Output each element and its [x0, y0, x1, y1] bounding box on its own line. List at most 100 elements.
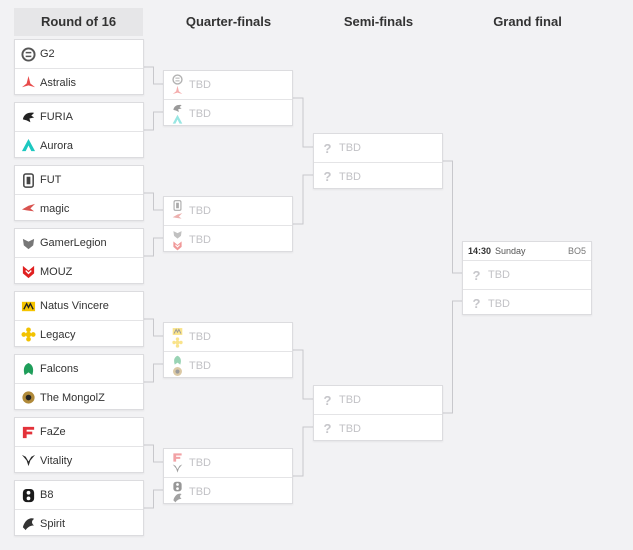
team-row[interactable]: G2: [15, 40, 143, 68]
tbd-row[interactable]: ?TBD: [314, 386, 442, 414]
bracket-connector: [144, 318, 163, 337]
astralis-logo-icon: [21, 75, 36, 90]
team-row[interactable]: Falcons: [15, 355, 143, 383]
bracket-connector: [144, 192, 163, 211]
bracket-connector: [443, 300, 462, 414]
unknown-team-icon: ?: [323, 169, 332, 184]
tbd-row[interactable]: TBD: [164, 225, 292, 253]
astralis-logo-icon: [171, 85, 184, 96]
tbd-row[interactable]: ?TBD: [314, 134, 442, 162]
team-row[interactable]: B8: [15, 481, 143, 509]
tbd-row[interactable]: TBD: [164, 351, 292, 379]
column-header-grand-final[interactable]: Grand final: [493, 14, 562, 29]
team-row[interactable]: GamerLegion: [15, 229, 143, 257]
team-name: MOUZ: [40, 265, 73, 278]
team-row[interactable]: FUT: [15, 166, 143, 194]
column-header-semi-finals[interactable]: Semi-finals: [343, 14, 414, 29]
tbd-row[interactable]: ? TBD: [463, 289, 591, 317]
team-row[interactable]: magic: [15, 194, 143, 222]
team-name: GamerLegion: [40, 237, 107, 249]
b8-logo-icon: [21, 488, 36, 503]
spirit-logo-icon: [21, 516, 36, 531]
tbd-label: TBD: [488, 269, 510, 281]
falcons-logo-icon: [21, 362, 36, 377]
mongolz-logo-icon: [21, 390, 36, 405]
magic-logo-icon: [171, 211, 184, 222]
aurora-logo-icon: [171, 114, 184, 125]
possible-teams-icon: [170, 229, 185, 251]
aurora-logo-icon: [21, 138, 36, 153]
team-name: Spirit: [40, 517, 66, 530]
mongolz-logo-icon: [171, 366, 184, 377]
possible-teams-icon: [170, 74, 185, 96]
bracket-connector: [293, 349, 313, 400]
team-row[interactable]: Legacy: [15, 320, 143, 348]
bracket-connector: [144, 237, 163, 257]
tbd-label: TBD: [189, 485, 211, 498]
mouz-logo-icon: [171, 240, 184, 251]
tbd-label: TBD: [339, 422, 361, 435]
bracket-connector: [443, 160, 462, 274]
team-row[interactable]: FaZe: [15, 418, 143, 446]
mouz-logo-icon: [21, 264, 36, 279]
fut-logo-icon: [171, 200, 184, 211]
tbd-row[interactable]: TBD: [164, 477, 292, 505]
team-row[interactable]: MOUZ: [15, 257, 143, 285]
match-card-semi-final[interactable]: ?TBD?TBD: [313, 133, 443, 189]
column-header-quarter-finals[interactable]: Quarter-finals: [185, 14, 272, 29]
unknown-team-icon: ?: [472, 296, 481, 311]
faze-logo-icon: [21, 425, 36, 440]
team-name: The MongolZ: [40, 391, 105, 404]
fut-logo-icon: [21, 172, 36, 188]
match-day: Sunday: [495, 246, 526, 256]
tbd-label: TBD: [189, 457, 211, 469]
team-row[interactable]: Spirit: [15, 509, 143, 537]
tbd-row[interactable]: TBD: [164, 449, 292, 477]
team-row[interactable]: Natus Vincere: [15, 292, 143, 320]
team-row[interactable]: FURIA: [15, 103, 143, 131]
column-header-round-of-16[interactable]: Round of 16: [14, 8, 143, 36]
team-row[interactable]: The MongolZ: [15, 383, 143, 411]
gamerlegion-logo-icon: [171, 229, 184, 240]
tbd-row[interactable]: ? TBD: [314, 414, 442, 442]
match-card-quarter-final[interactable]: TBD TBD: [163, 196, 293, 252]
navi-logo-icon: [21, 299, 36, 314]
falcons-logo-icon: [171, 355, 184, 366]
bracket-connector: [293, 174, 313, 225]
tbd-row[interactable]: ?TBD: [314, 162, 442, 190]
tbd-label: TBD: [189, 107, 211, 120]
tbd-row[interactable]: TBD: [164, 197, 292, 225]
team-row[interactable]: Astralis: [15, 68, 143, 96]
possible-teams-icon: [170, 200, 185, 222]
team-row[interactable]: Aurora: [15, 131, 143, 159]
team-row[interactable]: Vitality: [15, 446, 143, 474]
possible-teams-icon: [170, 452, 185, 474]
possible-teams-icon: [170, 355, 185, 377]
match-card-quarter-final[interactable]: TBD TBD: [163, 448, 293, 504]
tbd-label: TBD: [189, 205, 211, 217]
tbd-row[interactable]: TBD: [164, 71, 292, 99]
vitality-logo-icon: [21, 453, 36, 468]
tbd-row[interactable]: ?TBD: [463, 261, 591, 289]
tbd-row[interactable]: TBD: [164, 99, 292, 127]
unknown-team-icon: ?: [323, 421, 332, 436]
team-name: Legacy: [40, 328, 76, 341]
tbd-label: TBD: [488, 297, 510, 310]
match-card-semi-final[interactable]: ?TBD?TBD: [313, 385, 443, 441]
tbd-label: TBD: [339, 142, 361, 154]
g2-logo-icon: [21, 46, 36, 62]
tbd-row[interactable]: TBD: [164, 323, 292, 351]
bracket-connector: [144, 363, 163, 383]
bracket-connector: [144, 66, 163, 85]
match-card-quarter-final[interactable]: TBD TBD: [163, 70, 293, 126]
